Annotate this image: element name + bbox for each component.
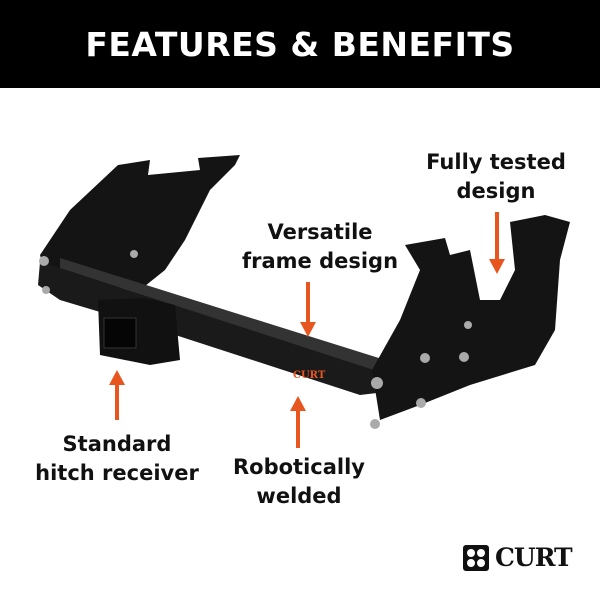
logo-text: CURT [495,543,573,572]
callout-line: Robotically [233,455,365,479]
crossbar [38,262,385,395]
callout-line: Standard [62,432,172,456]
callout-line: Versatile [267,220,373,244]
curt-logo: CURT [462,543,573,572]
left-bracket [40,155,240,290]
arrows [109,212,505,448]
callout-line: welded [256,484,342,508]
callout-fully-tested: Fully tested design [426,148,566,206]
bolts [39,250,472,429]
callout-line: hitch receiver [35,461,199,485]
right-bracket [372,215,570,420]
callout-line: design [456,179,536,203]
bar-logo: CURT [293,370,326,381]
curt-emblem-icon [463,544,489,571]
page-title: FEATURES & BENEFITS [85,24,515,64]
callout-standard: Standard hitch receiver [35,430,199,488]
callout-line: frame design [241,249,399,273]
callout-robotic: Robotically welded [233,453,365,511]
callout-versatile: Versatile frame design [242,218,398,276]
callout-line: Fully tested [426,150,566,174]
header-banner: FEATURES & BENEFITS [0,0,600,88]
